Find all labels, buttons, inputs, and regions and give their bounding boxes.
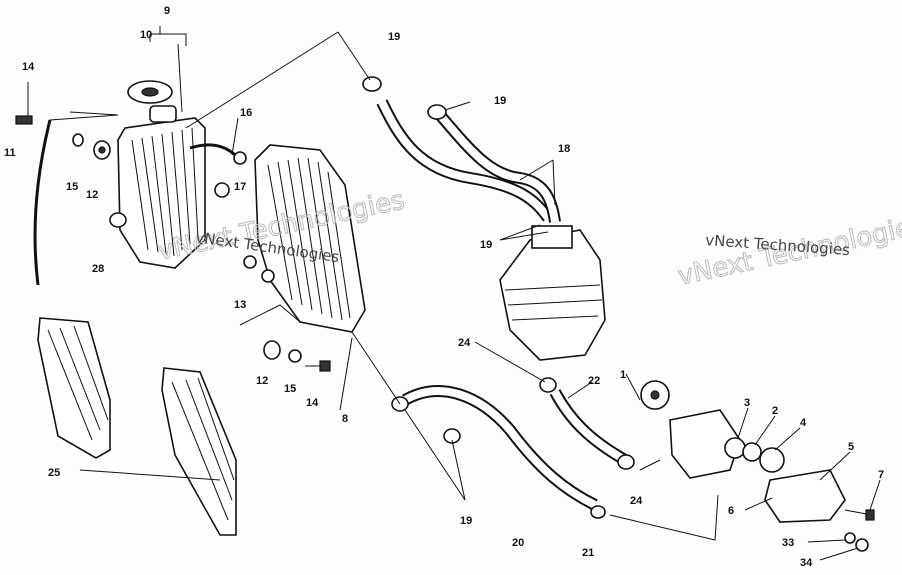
label-1: 1 [620,369,626,381]
label-3: 3 [744,397,750,409]
right-shroud [161,367,237,536]
part-28 [109,212,127,228]
leader-lines [69,26,881,561]
label-2: 2 [772,405,778,417]
upper-hose-left [376,99,553,222]
label-7: 7 [878,469,884,481]
label-11: 11 [4,147,16,159]
label-10: 10 [140,29,152,41]
cylinder-head [499,225,606,361]
washer-15-bottom [288,349,302,363]
grommet-12-bottom [263,340,281,360]
label-25: 25 [48,467,60,479]
radiator-cap [127,80,173,104]
label-4: 4 [800,417,807,429]
label-18: 18 [558,143,570,155]
part-labels: 9 10 14 11 15 12 28 16 17 13 12 15 14 8 … [4,5,884,569]
label-12-top: 12 [86,189,98,201]
label-22: 22 [588,375,600,387]
grommet-12-top-hole [98,146,106,154]
pump-body [669,409,741,479]
label-19-right: 19 [494,95,506,107]
leader-11 [49,114,119,121]
clamp-17 [233,151,247,165]
gasket-4 [759,447,785,473]
pump-cover-5 [764,469,846,523]
grommet-13b [261,269,275,283]
label-6: 6 [728,505,734,517]
label-34: 34 [800,557,813,569]
right-radiator [254,144,366,333]
impeller-2 [742,442,762,462]
clamp-24-lower [617,454,635,470]
grommet-13 [243,255,257,269]
upper-hose-right [435,111,561,223]
overflow-hose [33,119,52,286]
label-14-top: 14 [22,61,35,73]
label-24-bottom: 24 [630,495,643,507]
left-radiator [117,105,206,269]
label-24-top: 24 [458,337,471,349]
lower-hose-20 [402,385,598,511]
bolt-14-top [15,82,33,125]
clamp-19-right [427,104,447,120]
hose-22 [549,389,628,466]
label-28: 28 [92,263,104,275]
label-17: 17 [234,181,246,193]
label-20: 20 [512,537,524,549]
clamp-21 [590,505,606,519]
label-19-mid: 19 [480,239,492,251]
water-pump-assembly [640,380,875,552]
label-19-bottom: 19 [460,515,472,527]
label-5: 5 [848,441,854,453]
filler-neck [149,105,177,123]
bolt-14-bottom [305,360,331,372]
label-15-top: 15 [66,181,78,193]
clamp-19-lower-b [443,428,461,444]
washer-33 [844,532,856,544]
label-33: 33 [782,537,794,549]
label-8: 8 [342,413,348,425]
thermostat-housing [531,225,573,249]
plug-34 [855,538,869,552]
label-12-bottom: 12 [256,375,268,387]
label-14-bottom: 14 [306,397,319,409]
label-13: 13 [234,299,246,311]
label-9: 9 [164,5,170,17]
seal-3 [724,437,746,459]
nut-17 [214,182,230,198]
label-21: 21 [582,547,594,559]
label-16: 16 [240,107,252,119]
left-shroud [37,317,111,459]
clamp-19-top [362,76,382,92]
label-15-bottom: 15 [284,383,296,395]
label-19-top: 19 [388,31,400,43]
washer-15-top [72,133,84,147]
